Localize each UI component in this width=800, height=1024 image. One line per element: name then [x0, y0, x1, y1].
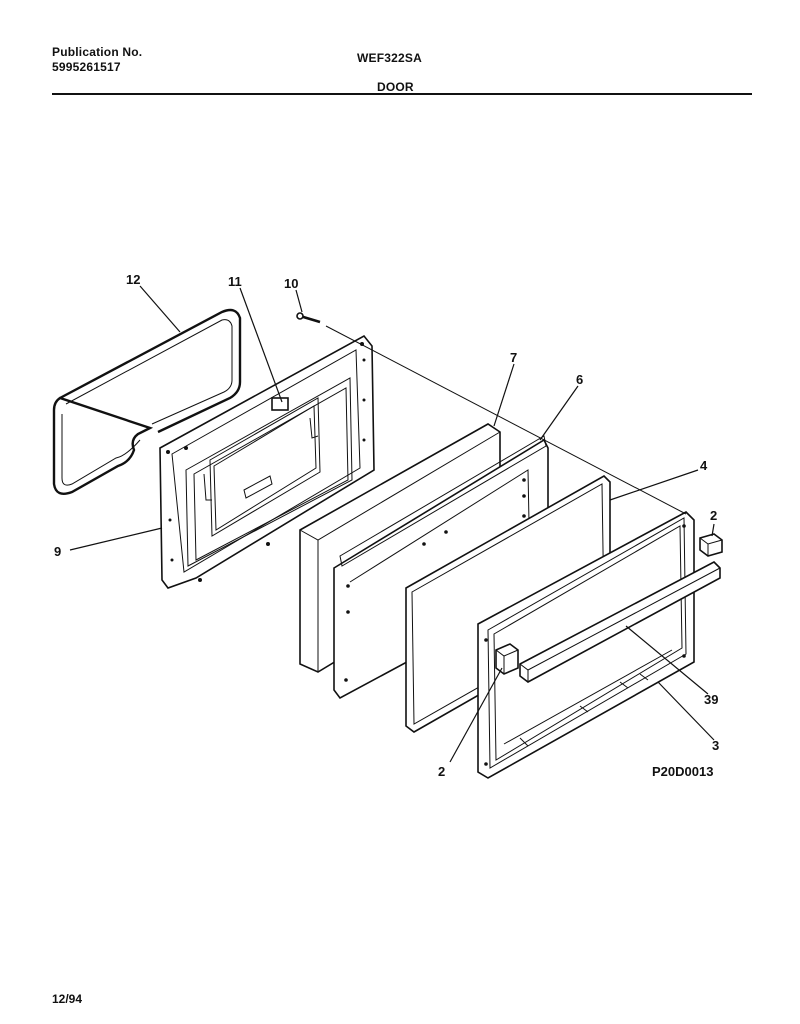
callout-7: 7 — [510, 350, 517, 365]
model-number: WEF322SA — [357, 51, 422, 65]
part-2-handle-end-cap-right — [699, 533, 723, 557]
callout-11: 11 — [228, 274, 242, 289]
part-10-screw — [296, 312, 321, 324]
footer-date: 12/94 — [52, 992, 83, 1006]
assembly-line — [325, 325, 687, 515]
callout-10: 10 — [284, 276, 298, 291]
callout-2-right: 2 — [710, 508, 717, 523]
diagram-reference: P20D0013 — [652, 764, 713, 779]
part-12-gasket — [52, 308, 242, 495]
callout-2-bottom: 2 — [438, 764, 445, 779]
callout-9: 9 — [54, 544, 61, 559]
part-39-handle — [519, 561, 721, 683]
header-rule — [52, 93, 752, 95]
publication-number: 5995261517 — [52, 60, 121, 74]
publication-label: Publication No. — [52, 45, 143, 59]
callout-4: 4 — [700, 458, 708, 473]
callout-3: 3 — [712, 738, 719, 753]
callout-12: 12 — [126, 272, 140, 287]
part-9-door-liner — [159, 334, 375, 589]
leader-lines — [69, 285, 715, 763]
part-2-handle-end-cap-left — [495, 643, 519, 675]
callout-39: 39 — [704, 692, 718, 707]
section-title: DOOR — [377, 80, 414, 94]
part-11-window-clamp — [271, 397, 289, 411]
callout-6: 6 — [576, 372, 583, 387]
